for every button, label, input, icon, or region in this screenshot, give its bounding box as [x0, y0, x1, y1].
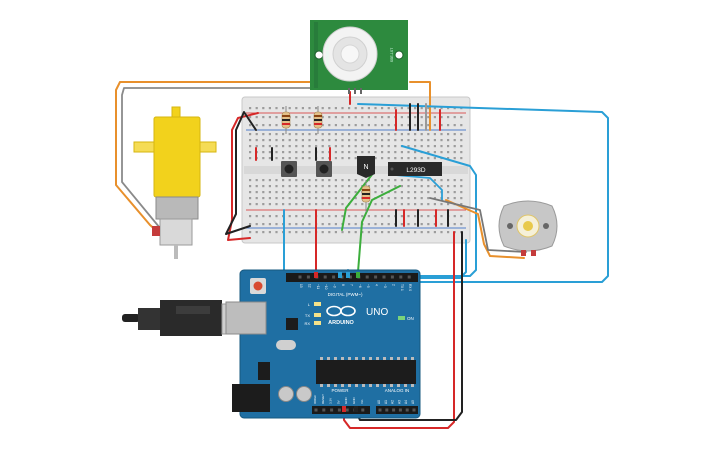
resistor-1[interactable] [281, 106, 291, 134]
digital-pin-label: TX 1 [400, 284, 404, 291]
digital-pin[interactable] [374, 275, 378, 279]
digital-pin[interactable] [323, 275, 327, 279]
resistor-2[interactable] [313, 106, 323, 134]
digital-pin-label: 7 [349, 284, 353, 286]
digital-pin[interactable] [407, 275, 411, 279]
power-pin-label: GND [344, 397, 348, 405]
analog-label: ANALOG IN [385, 388, 410, 393]
atmega-chip [316, 360, 416, 384]
power-jack [232, 384, 270, 412]
power-pin-label: IOREF [313, 395, 317, 404]
wire-orange-pir-motor [115, 81, 311, 233]
power-pin-label: 3.3V [329, 398, 333, 404]
digital-pin[interactable] [390, 275, 394, 279]
wire-gray-dcmotor [429, 197, 527, 253]
wire-orange-pir-right [409, 81, 431, 131]
led-tx-label: TX [305, 313, 310, 318]
digital-pin[interactable] [348, 275, 352, 279]
pir-label-right: SSE-1ST [390, 47, 394, 62]
on-label: ON [407, 316, 414, 321]
power-pin[interactable] [330, 408, 334, 412]
pir-sensor[interactable]: PIR SENSOR SSE-1ST [310, 20, 408, 94]
digital-pin[interactable] [382, 275, 386, 279]
power-header [312, 406, 370, 414]
digital-pin-label: 4 [375, 284, 379, 286]
analog-pin-label: A1 [384, 400, 388, 404]
digital-pin-label: RX 0 [408, 284, 412, 291]
digital-pin[interactable] [298, 275, 302, 279]
digital-pin-label: ~11 [316, 284, 320, 289]
usb-port [225, 301, 267, 335]
power-pin-label: 5V [336, 400, 340, 404]
analog-pin-label: A2 [391, 400, 395, 404]
analog-header [376, 406, 418, 414]
arduino-brand: ARDUINO [328, 320, 354, 326]
l293d-label: L293D [406, 167, 425, 174]
digital-pin-label: 8 [341, 284, 345, 286]
transistor[interactable]: N [357, 156, 375, 178]
power-pin-label: RESET [321, 394, 325, 404]
wire-green-b [357, 185, 401, 273]
wire-orange-dcmotor [445, 199, 525, 259]
gear-motor[interactable] [133, 106, 217, 259]
push-button-1[interactable] [281, 161, 297, 177]
analog-pin-label: A3 [397, 400, 401, 404]
digital-pins[interactable]: 13 12 ~11 ~10 ~9 8 7 ~6 ~5 4 ~3 2 TX 1 RX 0 [298, 275, 413, 292]
digital-pin[interactable] [306, 275, 310, 279]
analog-pin[interactable] [385, 408, 389, 412]
arduino-uno[interactable]: 13 12 ~11 ~10 ~9 8 7 ~6 ~5 4 ~3 2 TX 1 RX 0 L TX RX O… [225, 269, 421, 419]
power-pin-label: GND [352, 397, 356, 405]
status-leds [314, 302, 405, 325]
l293d-chip[interactable]: L293D [388, 162, 442, 176]
resistor-3[interactable] [361, 180, 371, 212]
power-pin[interactable] [322, 408, 326, 412]
digital-pin-label: 2 [391, 284, 395, 286]
arduino-model: UNO [366, 307, 388, 318]
digital-pin-label: 13 [299, 284, 303, 288]
wire-green-a [341, 171, 375, 231]
digital-pin-label: ~10 [324, 284, 328, 290]
digital-pin[interactable] [399, 275, 403, 279]
digital-pin-label: ~6 [358, 284, 362, 288]
header-wire-ends [314, 272, 360, 412]
wire-blue-short [394, 174, 443, 201]
led-rx-label: RX [304, 321, 310, 326]
wire-black-left [225, 111, 257, 235]
digital-pin-label: ~9 [333, 284, 337, 288]
led-l-label: L [308, 302, 311, 307]
wire-gray-pir-motor [121, 87, 313, 229]
digital-pin-label: ~3 [383, 284, 387, 288]
digital-pin[interactable] [332, 275, 336, 279]
dc-motor[interactable] [498, 200, 558, 256]
digital-header [286, 273, 418, 282]
arduino-logo-icon [326, 305, 356, 317]
power-pin-label: Vin [360, 399, 364, 404]
power-pin[interactable] [345, 408, 349, 412]
digital-label: DIGITAL (PWM~) [328, 292, 363, 297]
analog-pin[interactable] [398, 408, 402, 412]
analog-pin[interactable] [378, 408, 382, 412]
analog-pin[interactable] [392, 408, 396, 412]
breadboard[interactable] [241, 96, 471, 244]
digital-pin[interactable] [365, 275, 369, 279]
analog-pin-label: A5 [411, 400, 415, 404]
push-button-2[interactable] [316, 161, 332, 177]
analog-pin-label: A4 [404, 400, 408, 404]
digital-pin-label: ~5 [366, 284, 370, 288]
transistor-label: N [363, 164, 368, 171]
power-pin[interactable] [337, 408, 341, 412]
analog-pin[interactable] [405, 408, 409, 412]
power-pin[interactable] [314, 408, 318, 412]
analog-pin[interactable] [412, 408, 416, 412]
power-pin[interactable] [361, 408, 365, 412]
analog-pin-label: A0 [377, 400, 381, 404]
power-label: POWER [331, 388, 349, 393]
digital-pin-label: 12 [307, 284, 311, 288]
pir-label-left: PIR SENSOR [325, 44, 329, 66]
